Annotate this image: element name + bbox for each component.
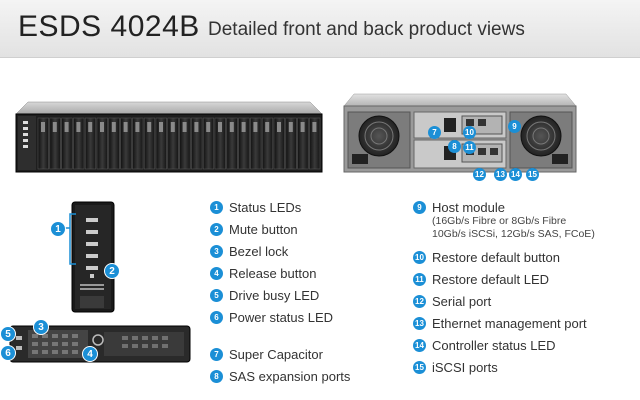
host-module-detail-line1: (16Gb/s Fibre or 8Gb/s Fibre	[432, 215, 567, 228]
callout-back-7: 7	[428, 124, 441, 142]
callout-back-8: 8	[448, 138, 461, 156]
callout-bezel-2: 2	[104, 262, 120, 280]
callout-back-9: 9	[508, 118, 521, 136]
callout-back-15: 15	[526, 166, 539, 184]
callout-tray-3: 3	[33, 318, 49, 336]
callout-bezel-1: 1	[50, 220, 66, 238]
callout-back-10: 10	[463, 124, 476, 142]
back-view-image	[343, 93, 577, 173]
header-bar: ESDS 4024B Detailed front and back produ…	[0, 0, 640, 58]
callout-back-11: 11	[463, 139, 476, 157]
callout-tray-4: 4	[82, 345, 98, 363]
callout-back-14: 14	[509, 166, 522, 184]
page-subtitle: Detailed front and back product views	[208, 19, 525, 40]
bezel-closeup-image	[71, 201, 115, 313]
front-view-image	[15, 101, 323, 173]
callout-tray-6: 6	[0, 344, 16, 362]
host-module-detail-line2: 10Gb/s iSCSi, 12Gb/s SAS, FCoE)	[432, 228, 595, 241]
callout-back-13: 13	[494, 166, 507, 184]
callout-tray-5: 5	[0, 325, 16, 343]
product-model: ESDS 4024B	[18, 10, 200, 43]
callout-back-12: 12	[473, 166, 486, 184]
